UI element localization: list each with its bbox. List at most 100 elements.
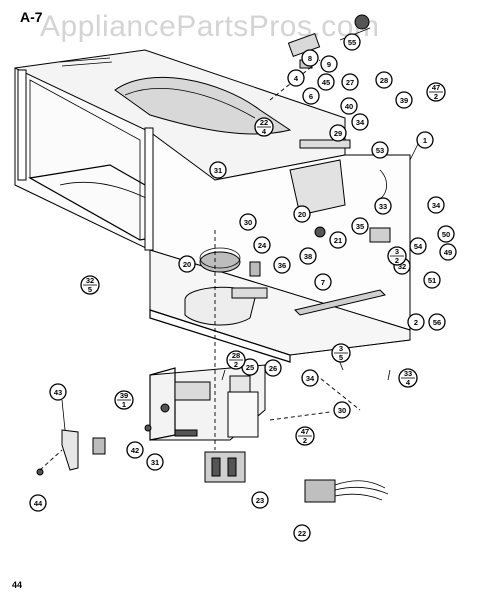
wire-harness	[304, 479, 389, 503]
callout-27: 27	[341, 73, 359, 91]
callout-1: 1	[416, 131, 434, 149]
svg-text:47: 47	[301, 427, 309, 436]
callout-9: 9	[320, 55, 338, 73]
callout-fraction-39-1: 39 1	[114, 390, 134, 410]
svg-text:56: 56	[433, 318, 441, 327]
callout-28: 28	[375, 71, 393, 89]
svg-text:25: 25	[246, 363, 254, 372]
svg-text:27: 27	[346, 78, 354, 87]
svg-text:28: 28	[232, 351, 240, 360]
svg-text:20: 20	[183, 260, 191, 269]
callout-35: 35	[351, 217, 369, 235]
callout-2: 2	[407, 313, 425, 331]
callout-36: 36	[273, 256, 291, 274]
callout-22: 22	[293, 524, 311, 542]
callout-49: 49	[439, 243, 457, 261]
svg-text:30: 30	[338, 406, 346, 415]
callout-31-lower: 31	[146, 453, 164, 471]
svg-text:34: 34	[356, 118, 365, 127]
callout-31-upper: 31	[209, 161, 227, 179]
svg-text:4: 4	[406, 378, 411, 387]
svg-text:5: 5	[88, 285, 92, 294]
callout-fraction-3-2: 3 2	[387, 246, 407, 266]
callout-26: 26	[264, 359, 282, 377]
callout-fraction-32-5: 32 5	[80, 275, 100, 295]
svg-text:29: 29	[334, 129, 342, 138]
svg-text:2: 2	[395, 256, 399, 265]
svg-text:51: 51	[428, 276, 436, 285]
svg-text:36: 36	[278, 261, 286, 270]
motor-23	[204, 451, 246, 483]
svg-text:33: 33	[404, 369, 412, 378]
svg-text:21: 21	[334, 236, 342, 245]
callout-34-a: 34	[351, 113, 369, 131]
callout-51: 51	[423, 271, 441, 289]
svg-text:50: 50	[442, 230, 450, 239]
oven-cavity	[14, 49, 411, 331]
left-bracket-parts	[36, 424, 152, 476]
svg-text:42: 42	[131, 446, 139, 455]
callout-8: 8	[301, 49, 319, 67]
svg-text:3: 3	[339, 344, 343, 353]
svg-text:35: 35	[356, 222, 364, 231]
lower-chassis	[149, 364, 266, 441]
page-number: 44	[12, 580, 23, 590]
svg-text:2: 2	[303, 436, 307, 445]
callout-20-upper: 20	[293, 205, 311, 223]
callout-53: 53	[371, 141, 389, 159]
callout-40: 40	[340, 97, 358, 115]
callout-30-lower: 30	[333, 401, 351, 419]
svg-text:55: 55	[348, 38, 356, 47]
svg-text:30: 30	[244, 218, 252, 227]
svg-text:24: 24	[258, 241, 267, 250]
callout-20-lower: 20	[178, 255, 196, 273]
svg-text:9: 9	[327, 60, 331, 69]
svg-text:22: 22	[298, 529, 306, 538]
svg-text:31: 31	[151, 458, 159, 467]
svg-text:40: 40	[345, 102, 353, 111]
callout-25: 25	[241, 358, 259, 376]
watermark: AppliancePartsPros.com	[40, 10, 380, 43]
svg-text:4: 4	[294, 74, 299, 83]
svg-text:4: 4	[262, 127, 267, 136]
callout-50: 50	[437, 225, 455, 243]
callout-44: 44	[29, 494, 47, 512]
callout-fraction-47-2-bottom: 47 2	[295, 426, 315, 446]
callout-43: 43	[49, 383, 67, 401]
svg-text:33: 33	[379, 202, 387, 211]
callout-6: 6	[302, 87, 320, 105]
callout-7: 7	[314, 273, 332, 291]
callout-fraction-33-4: 33 4	[398, 368, 418, 388]
svg-text:1: 1	[122, 400, 126, 409]
svg-text:47: 47	[432, 83, 440, 92]
svg-text:7: 7	[321, 278, 325, 287]
svg-text:20: 20	[298, 210, 306, 219]
svg-text:39: 39	[400, 96, 408, 105]
stirrer-assembly	[184, 247, 268, 326]
svg-text:2: 2	[434, 92, 438, 101]
svg-text:6: 6	[309, 92, 313, 101]
svg-text:2: 2	[234, 360, 238, 369]
callout-54: 54	[409, 237, 427, 255]
svg-text:8: 8	[308, 54, 312, 63]
callout-38: 38	[299, 247, 317, 265]
callout-33: 33	[374, 197, 392, 215]
callout-45: 45	[317, 73, 335, 91]
callout-29: 29	[329, 124, 347, 142]
svg-text:45: 45	[322, 78, 330, 87]
callout-23: 23	[251, 491, 269, 509]
svg-text:49: 49	[444, 248, 452, 257]
callout-4: 4	[287, 69, 305, 87]
svg-text:2: 2	[414, 318, 418, 327]
section-label: A-7	[20, 9, 43, 25]
callout-34-b: 34	[301, 369, 319, 387]
callout-fraction-28-2: 28 2	[226, 350, 246, 370]
callout-fraction-47-2-top: 47 2	[426, 82, 446, 102]
svg-text:5: 5	[339, 353, 343, 362]
svg-text:43: 43	[54, 388, 62, 397]
svg-text:1: 1	[423, 136, 427, 145]
svg-text:44: 44	[34, 499, 43, 508]
svg-text:23: 23	[256, 496, 264, 505]
